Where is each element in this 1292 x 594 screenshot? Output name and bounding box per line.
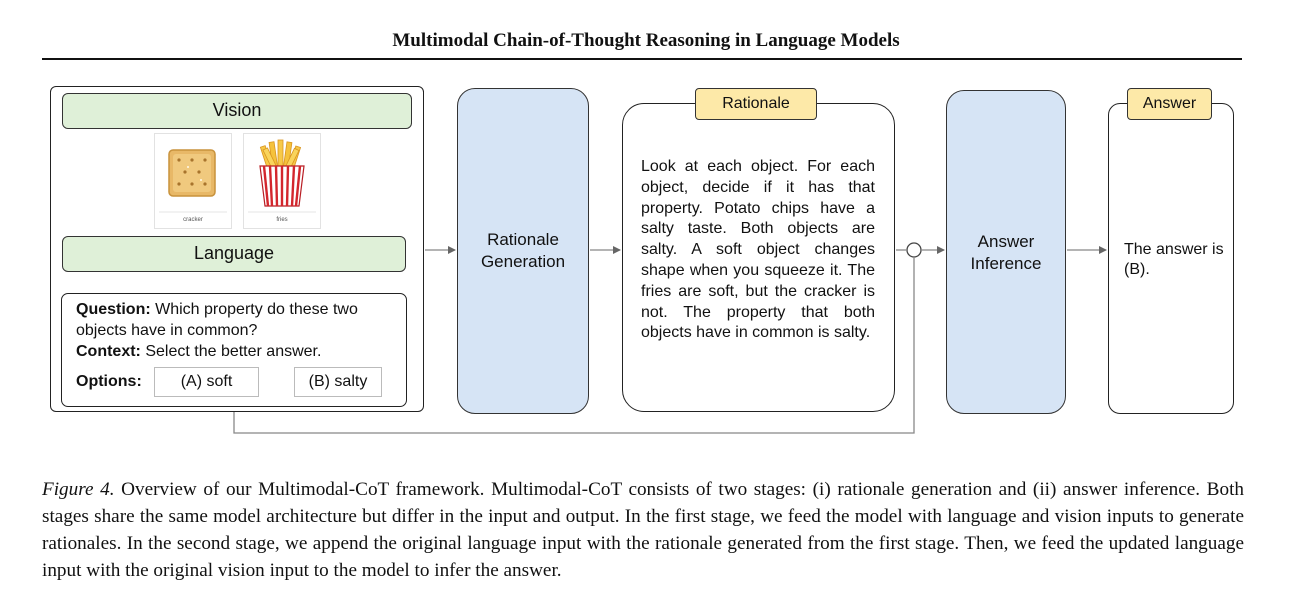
- language-label: Language: [62, 236, 406, 272]
- header-rule: [42, 58, 1242, 60]
- language-feedback-line: [233, 257, 915, 434]
- inference-label-line2: Inference: [970, 254, 1042, 273]
- rationale-generation-stage: Rationale Generation: [457, 88, 589, 414]
- options-row: Options: (A) soft (B) salty: [76, 367, 382, 397]
- rationale-text: Look at each object. For each object, de…: [641, 158, 875, 342]
- answer-title: Answer: [1127, 88, 1212, 120]
- generation-label-line1: Rationale: [487, 230, 559, 249]
- option-b: (B) salty: [294, 367, 382, 397]
- context-key: Context:: [76, 343, 141, 360]
- question-key: Question:: [76, 301, 151, 318]
- context-line: Context: Select the better answer.: [76, 341, 406, 362]
- inference-label-line1: Answer: [977, 232, 1035, 251]
- options-key: Options:: [76, 373, 142, 390]
- question-box: Question: Which property do these two ob…: [61, 293, 407, 407]
- caption-text: Overview of our Multimodal-CoT framework…: [42, 479, 1245, 581]
- generation-label-line2: Generation: [480, 252, 566, 271]
- fries-icon: [248, 139, 316, 213]
- answer-inference-stage: Answer Inference: [946, 90, 1066, 414]
- figure-caption: Figure 4. Overview of our Multimodal-CoT…: [42, 476, 1244, 584]
- option-a: (A) soft: [154, 367, 259, 397]
- fries-image: fries: [243, 133, 321, 229]
- junction-node: [906, 242, 922, 258]
- question-text: Which property do these two objects have…: [76, 301, 358, 339]
- fries-label: fries: [276, 217, 288, 223]
- vision-label: Vision: [62, 93, 412, 129]
- context-text: Select the better answer.: [140, 343, 322, 360]
- cracker-label: cracker: [183, 217, 203, 223]
- answer-text: The answer is (B).: [1124, 241, 1224, 278]
- input-panel: [50, 86, 424, 412]
- page-title: Multimodal Chain-of-Thought Reasoning in…: [392, 30, 900, 51]
- rationale-box: [622, 103, 895, 412]
- cracker-image: cracker: [154, 133, 232, 229]
- answer-box: [1108, 103, 1234, 414]
- rationale-title: Rationale: [695, 88, 817, 120]
- question-line: Question: Which property do these two ob…: [76, 299, 406, 341]
- cracker-icon: [159, 149, 227, 213]
- caption-label: Figure 4.: [42, 479, 115, 500]
